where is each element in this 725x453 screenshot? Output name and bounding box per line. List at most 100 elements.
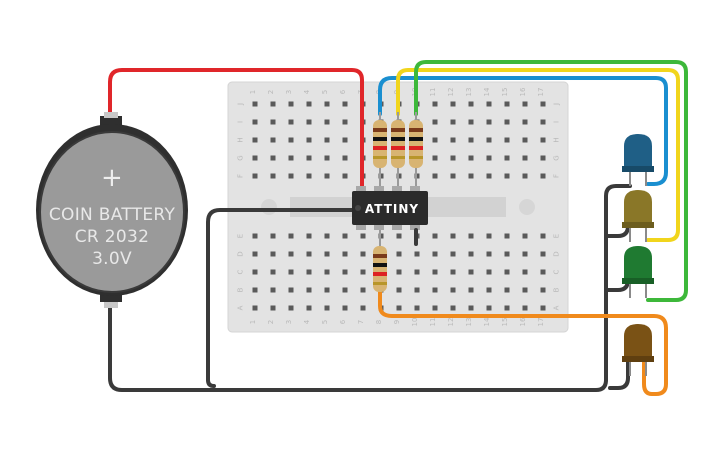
breadboard-column-number: 16 <box>519 317 527 326</box>
breadboard-hole <box>486 287 492 293</box>
breadboard-hole <box>396 305 402 311</box>
breadboard-hole <box>450 155 456 161</box>
breadboard-column-number: 3 <box>285 320 293 324</box>
breadboard-hole <box>486 155 492 161</box>
breadboard-hole <box>522 269 528 275</box>
breadboard-hole <box>252 251 258 257</box>
breadboard-hole <box>270 173 276 179</box>
breadboard-hole <box>342 287 348 293</box>
breadboard-hole <box>252 173 258 179</box>
breadboard-hole <box>432 173 438 179</box>
breadboard-hole <box>450 251 456 257</box>
breadboard-hole <box>252 119 258 125</box>
breadboard-hole <box>288 233 294 239</box>
breadboard-hole <box>270 119 276 125</box>
breadboard-hole <box>540 233 546 239</box>
breadboard-hole <box>540 101 546 107</box>
breadboard-hole <box>396 287 402 293</box>
breadboard-hole <box>450 269 456 275</box>
breadboard-row-letter: I <box>553 121 561 123</box>
breadboard-hole <box>270 233 276 239</box>
breadboard-hole <box>486 233 492 239</box>
breadboard-hole <box>306 269 312 275</box>
resistor-4 <box>373 228 387 292</box>
breadboard-column-number: 2 <box>267 90 275 94</box>
breadboard-hole <box>432 119 438 125</box>
breadboard-hole <box>288 155 294 161</box>
breadboard-column-number: 17 <box>537 318 545 327</box>
breadboard-hole <box>288 305 294 311</box>
breadboard-hole <box>522 251 528 257</box>
led-green[interactable] <box>622 246 654 298</box>
wire-yellow <box>396 68 680 242</box>
breadboard-row-letter: E <box>553 234 561 238</box>
breadboard-hole <box>270 101 276 107</box>
breadboard-hole <box>540 287 546 293</box>
breadboard-column-number: 4 <box>303 89 311 94</box>
attiny-chip[interactable]: ATTINY <box>352 186 428 230</box>
breadboard-hole <box>270 155 276 161</box>
led-orange[interactable] <box>622 324 654 376</box>
breadboard-hole <box>288 119 294 125</box>
breadboard-hole <box>450 173 456 179</box>
breadboard-column-number: 14 <box>483 87 491 96</box>
breadboard-hole <box>342 233 348 239</box>
breadboard-hole <box>270 305 276 311</box>
breadboard-hole <box>504 101 510 107</box>
breadboard-row-letter: C <box>237 269 245 274</box>
breadboard-hole <box>324 269 330 275</box>
breadboard-hole <box>432 137 438 143</box>
breadboard-column-number: 13 <box>465 88 473 97</box>
breadboard-hole <box>360 269 366 275</box>
breadboard-hole <box>468 119 474 125</box>
breadboard-row-letter: J <box>553 103 561 106</box>
battery-label-line1: COIN BATTERY <box>49 205 176 225</box>
breadboard-column-number: 1 <box>249 90 257 94</box>
breadboard-hole <box>270 251 276 257</box>
breadboard-hole <box>324 137 330 143</box>
breadboard-hole <box>324 173 330 179</box>
wire-green <box>414 60 688 302</box>
breadboard-hole <box>306 251 312 257</box>
coin-battery[interactable]: + COIN BATTERY CR 2032 3.0V <box>36 112 188 308</box>
breadboard-hole <box>450 287 456 293</box>
breadboard-column-number: 10 <box>411 318 419 327</box>
wire-black-chip <box>206 208 358 388</box>
breadboard-hole <box>342 155 348 161</box>
breadboard-column-number: 5 <box>321 320 329 324</box>
breadboard-hole <box>486 251 492 257</box>
breadboard-hole <box>540 137 546 143</box>
breadboard-column-number: 5 <box>321 90 329 94</box>
breadboard-hole <box>342 173 348 179</box>
breadboard-hole <box>288 251 294 257</box>
breadboard-column-number: 4 <box>303 319 311 324</box>
led-yellow[interactable] <box>622 190 654 242</box>
breadboard-hole <box>306 287 312 293</box>
wire-black-leds <box>604 224 630 390</box>
breadboard-hole <box>486 119 492 125</box>
breadboard-hole <box>468 233 474 239</box>
breadboard-hole <box>324 155 330 161</box>
wire-black-battery <box>108 184 632 392</box>
breadboard-column-number: 6 <box>339 89 347 94</box>
resistor-2 <box>391 112 405 190</box>
breadboard-hole <box>450 119 456 125</box>
breadboard-hole <box>522 233 528 239</box>
breadboard-hole <box>252 233 258 239</box>
breadboard-column-number: 7 <box>357 320 365 324</box>
breadboard-hole <box>306 101 312 107</box>
breadboard-hole <box>504 251 510 257</box>
resistor-1 <box>373 112 387 190</box>
breadboard-hole <box>306 119 312 125</box>
breadboard-hole <box>288 173 294 179</box>
breadboard-column-number: 11 <box>429 88 437 97</box>
breadboard-column-number: 2 <box>267 320 275 324</box>
breadboard-hole <box>288 287 294 293</box>
breadboard-hole <box>252 269 258 275</box>
breadboard-row-letter: D <box>237 251 245 256</box>
breadboard-column-number: 12 <box>447 318 455 327</box>
breadboard-row-letter: F <box>237 174 245 178</box>
breadboard-hole <box>342 137 348 143</box>
led-blue[interactable] <box>622 134 654 186</box>
